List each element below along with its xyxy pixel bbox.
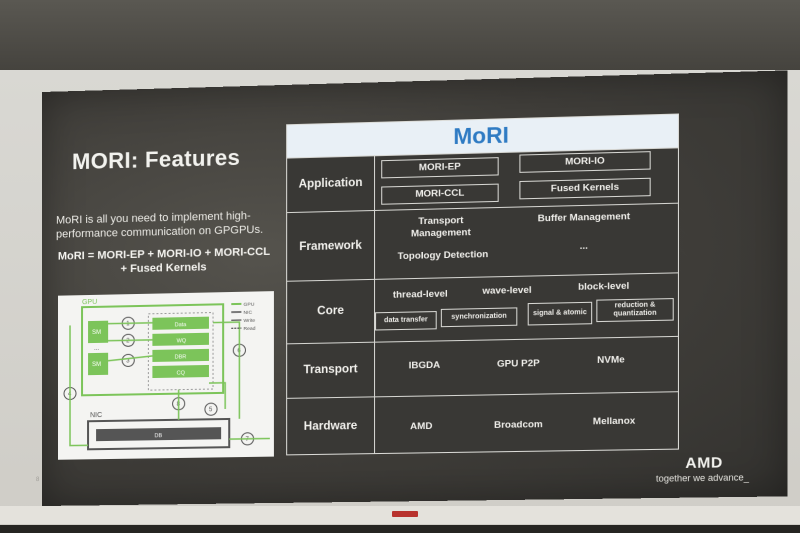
core-synchronization: synchronization	[440, 307, 518, 328]
flow-lines	[69, 320, 270, 446]
app-mori-io: MORI-IO	[519, 151, 651, 173]
buffer-cq-label: CQ	[177, 370, 185, 376]
presentation-slide: MORI: Features MoRI is all you need to i…	[36, 70, 788, 506]
sm-box-2	[87, 351, 108, 375]
nic-label: NIC	[90, 412, 102, 419]
fw-transport-management: Transport Management	[410, 214, 471, 240]
core-block-level: block-level	[578, 280, 630, 293]
slide-equation: MoRI = MORI-EP + MORI-IO + MORI-CCL + Fu…	[57, 245, 271, 276]
buffer-dbr	[152, 348, 209, 362]
legend-read: Read	[243, 326, 255, 332]
buffer-dbr-label: DBR	[175, 354, 187, 360]
hardware-amd: AMD	[410, 420, 433, 433]
layer-label-application: Application	[298, 176, 363, 191]
layer-transport: Transport IBGDA GPU P2P NVMe	[287, 335, 678, 399]
core-wave-level: wave-level	[482, 284, 532, 297]
step-1: 1	[126, 321, 130, 327]
hardware-mellanox: Mellanox	[592, 415, 636, 428]
ceiling	[0, 0, 800, 70]
core-thread-level: thread-level	[392, 288, 448, 301]
sm-label-1: SM	[92, 330, 101, 336]
step-8: 8	[177, 402, 181, 408]
flow-line-4	[69, 325, 88, 446]
buffer-data	[152, 316, 209, 330]
buffer-data-label: Data	[175, 322, 188, 328]
legend-write: Write	[243, 318, 255, 324]
transport-gpu-p2p: GPU P2P	[497, 357, 540, 370]
legend-gpu: GPU	[243, 302, 254, 308]
buffer-cq	[152, 364, 209, 379]
layer-hardware: Hardware AMD Broadcom Mellanox	[287, 391, 678, 456]
page-number: 8	[36, 477, 40, 484]
gpu-nic-diagram: GPU SM ... SM Data WQ DBR CQ NIC DB	[58, 291, 274, 460]
flow-line-1	[108, 323, 152, 324]
db-label: DB	[154, 433, 162, 439]
panel-title: MoRI	[453, 122, 509, 150]
gpu-nic-diagram-svg: GPU SM ... SM Data WQ DBR CQ NIC DB	[63, 299, 274, 460]
layer-label-core: Core	[317, 304, 344, 318]
sm-label-2: SM	[92, 362, 101, 368]
legend-nic: NIC	[243, 310, 252, 316]
core-signal-atomic: signal & atomic	[527, 301, 593, 326]
sm-box-1	[87, 319, 108, 343]
step-5: 5	[209, 407, 213, 413]
hardware-broadcom: Broadcom	[494, 418, 543, 431]
legend: GPU NIC Write Read	[231, 302, 256, 332]
step-3: 3	[126, 358, 130, 364]
layer-framework: Framework Transport Management Buffer Ma…	[287, 202, 678, 282]
layer-label-transport: Transport	[303, 363, 358, 377]
amd-logo: AMD	[685, 454, 723, 473]
slide-title: MORI: Features	[72, 144, 241, 175]
step-2: 2	[126, 338, 130, 344]
step-7: 7	[245, 437, 249, 443]
core-data-transfer: data transfer	[375, 311, 437, 331]
step-6: 6	[237, 348, 241, 354]
app-fused-kernels: Fused Kernels	[519, 177, 651, 200]
layer-label-framework: Framework	[299, 239, 362, 254]
layer-label-hardware: Hardware	[303, 419, 358, 433]
flow-line-6	[213, 322, 239, 419]
buffer-wq	[152, 332, 209, 346]
slide-description: MoRI is all you need to implement high-p…	[55, 209, 264, 241]
fw-buffer-management: Buffer Management	[537, 210, 631, 225]
app-mori-ccl: MORI-CCL	[381, 183, 499, 205]
flow-line-7	[229, 438, 270, 439]
mori-panel: MoRI Application MORI-EP MORI-IO MORI-CC…	[286, 113, 679, 456]
screen-brand-mark	[392, 511, 418, 517]
amd-tagline: together we advance_	[655, 472, 750, 484]
layer-core: Core thread-level wave-level block-level…	[287, 272, 678, 345]
gpu-label: GPU	[82, 299, 97, 306]
buffer-wq-label: WQ	[177, 338, 187, 344]
fw-ellipsis: ...	[579, 240, 588, 252]
core-reduction-quantization: reduction & quantization	[596, 298, 674, 323]
transport-ibgda: IBGDA	[408, 359, 441, 372]
fw-topology-detection: Topology Detection	[397, 248, 489, 263]
db-box	[96, 427, 222, 442]
sm-ellipsis: ...	[94, 346, 99, 352]
app-mori-ep: MORI-EP	[381, 157, 499, 179]
flow-line-3	[108, 356, 152, 361]
flow-line-2	[108, 340, 152, 341]
transport-nvme: NVMe	[597, 354, 625, 367]
